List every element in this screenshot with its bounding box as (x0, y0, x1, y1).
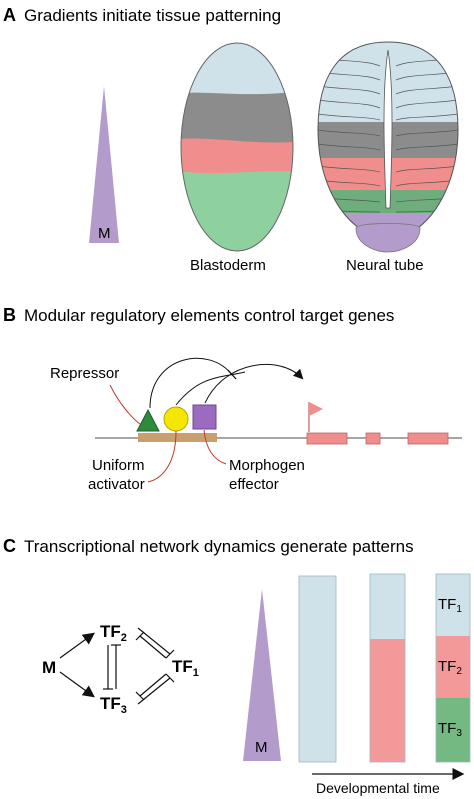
neural-tube-lumen (383, 49, 393, 209)
tf2-tf3-mutual-repression (103, 644, 121, 690)
repression-arc (149, 357, 233, 409)
blastoderm-label: Blastoderm (190, 257, 266, 274)
panel-b-letter: B (3, 305, 16, 325)
time-bar-1 (298, 575, 337, 763)
floor-plate (355, 223, 421, 253)
panel-c-letter: C (3, 536, 16, 556)
uniform-activator-circle (163, 406, 189, 432)
network-tf3: TF3 (100, 694, 127, 716)
morphogen-effector-square (192, 404, 217, 430)
tf2-tf1-mutual-repression (135, 627, 175, 659)
network-m: M (42, 658, 56, 677)
bar-label-tf2: TF2 (438, 658, 462, 677)
bar-label-tf1: TF1 (438, 596, 462, 615)
bar-label-tf3: TF3 (438, 720, 462, 739)
exon-2 (365, 432, 381, 445)
tss-flag (309, 402, 323, 416)
panel-a-title: Gradients initiate tissue patterning (24, 6, 281, 25)
tf3-tf1-mutual-repression (135, 673, 175, 705)
panel-a-letter: A (3, 5, 16, 25)
panel-c-title: Transcriptional network dynamics generat… (24, 537, 414, 556)
blastoderm-embryo (181, 43, 293, 251)
activator-line (175, 371, 246, 406)
morphogen-label-c: M (255, 739, 268, 756)
morphogen-gradient-c (243, 589, 281, 761)
time-bar-3-tf1 (436, 574, 470, 636)
blastoderm-outline (180, 42, 294, 252)
morphogen-pointer (203, 429, 227, 465)
time-bar-2-lower (370, 639, 405, 762)
morphogen-label-a: M (98, 225, 111, 242)
time-bar-3-tf2 (436, 636, 470, 698)
morphogen-gradient-a (89, 86, 119, 243)
neural-tube-label: Neural tube (346, 257, 424, 274)
activation-arrow (204, 364, 304, 404)
morphogen-label-line2: effector (229, 476, 279, 493)
uniform-label-line1: Uniform (92, 457, 145, 474)
repressor-triangle (136, 408, 160, 432)
exon-3 (407, 432, 449, 445)
network-tf1: TF1 (172, 657, 199, 679)
uniform-label-line2: activator (88, 476, 145, 493)
exon-1 (306, 432, 348, 445)
enhancer-element (138, 433, 217, 442)
morphogen-label-line1: Morphogen (229, 457, 305, 474)
network-tf2: TF2 (100, 622, 127, 644)
m-to-tf3-arrow (59, 671, 95, 698)
time-bar-2-outline (369, 573, 406, 763)
panel-b-title: Modular regulatory elements control targ… (24, 306, 394, 325)
time-axis-label: Developmental time (316, 780, 440, 796)
time-bar-2-upper (370, 574, 405, 639)
time-bar-3-tf3 (436, 698, 470, 762)
repressor-label: Repressor (50, 365, 119, 382)
time-bar-3-outline (435, 573, 471, 763)
repressor-pointer (109, 384, 141, 425)
m-to-tf2-arrow (59, 632, 95, 659)
uniform-pointer (147, 430, 177, 483)
